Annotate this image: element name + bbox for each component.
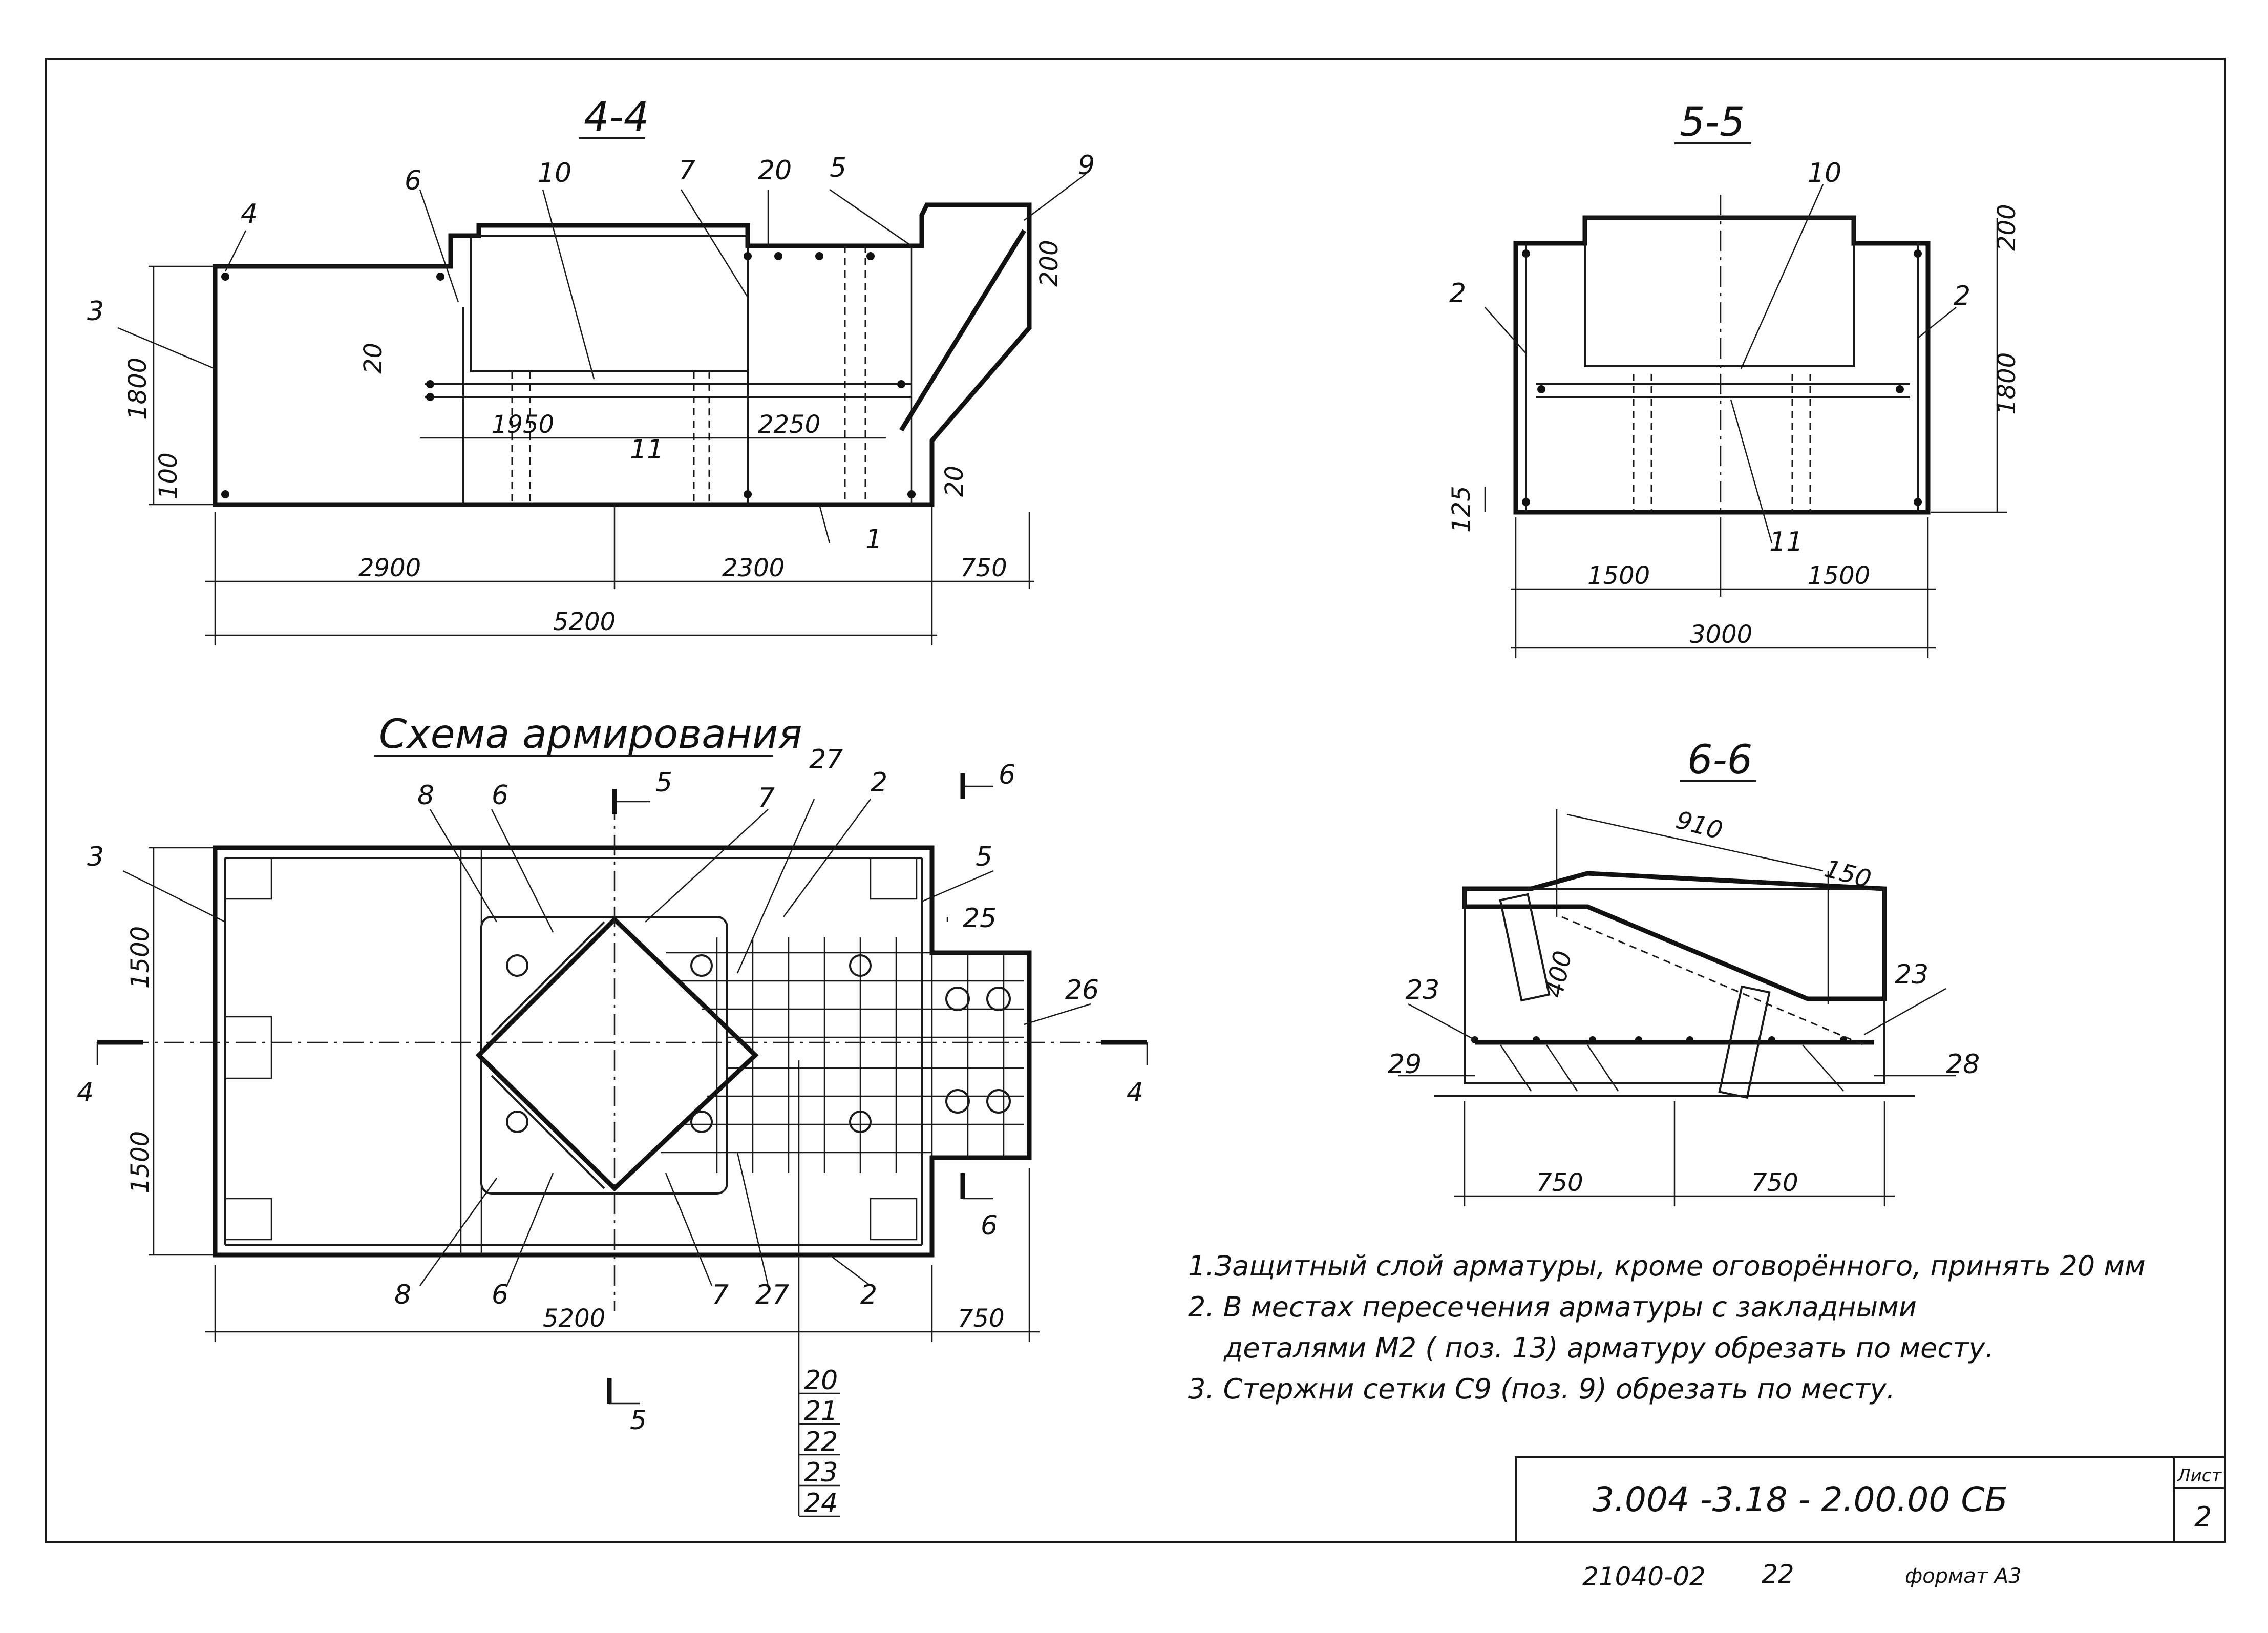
stack-label-23: 23	[804, 1457, 838, 1488]
dim-scheme-750: 750	[958, 1304, 1005, 1333]
dim-scheme-1500-bottom: 1500	[126, 1131, 155, 1194]
dim-4-4-2250: 2250	[758, 410, 820, 439]
label-scheme-8-bottom: 8	[394, 1280, 411, 1310]
label-4-4-9: 9	[1078, 150, 1095, 181]
dim-5-5-3000: 3000	[1690, 620, 1752, 649]
label-5-5-10: 10	[1808, 158, 1841, 189]
label-5-5-11: 11	[1769, 527, 1803, 557]
dim-4-4-750: 750	[960, 554, 1007, 582]
dim-5-5-1800: 1800	[1993, 352, 2021, 415]
sheet-label: Лист	[2176, 1465, 2222, 1486]
cut-mark-5-top: 5	[655, 767, 672, 798]
cut-mark-6-top: 6	[999, 760, 1015, 790]
sheet-format: формат А3	[1905, 1564, 2022, 1588]
section-5-5-title: 5-5	[1680, 99, 1745, 145]
label-4-4-11: 11	[630, 434, 664, 465]
label-scheme-7-bottom: 7	[712, 1280, 729, 1310]
label-scheme-5: 5	[976, 842, 992, 872]
label-6-6-28: 28	[1946, 1049, 1980, 1080]
section-6-6: 6-6 23 29 23 28 910 150 400 750	[1388, 737, 1980, 1206]
dim-5-5-1500-right: 1500	[1808, 561, 1870, 590]
label-scheme-7-top: 7	[758, 783, 775, 813]
sheet-frame	[45, 58, 2226, 1543]
label-5-5-2-right: 2	[1954, 281, 1970, 311]
label-6-6-23-left: 23	[1406, 975, 1439, 1006]
dim-4-4-1950: 1950	[492, 410, 554, 439]
dim-5-5-1500-left: 1500	[1587, 561, 1650, 590]
label-scheme-2-bottom: 2	[860, 1280, 877, 1310]
section-5-5: 5-5 10 2 2 11 200 1800 125 1500	[1447, 99, 2021, 658]
note-2: 2. В местах пересечения арматуры с закла…	[1188, 1291, 1917, 1323]
stack-label-21: 21	[804, 1396, 838, 1427]
label-scheme-27-top: 27	[809, 744, 843, 775]
label-scheme-27-bottom: 27	[755, 1280, 789, 1310]
cut-mark-6-bottom: 6	[981, 1210, 998, 1241]
section-4-4-title: 4-4	[584, 94, 649, 140]
stack-label-20: 20	[804, 1365, 838, 1396]
reinforcement-scheme: Схема армирования	[77, 711, 1148, 1519]
note-1: 1.Защитный слой арматуры, кроме оговорён…	[1188, 1250, 2146, 1282]
dim-6-6-400: 400	[1540, 948, 1578, 1000]
dim-5-5-200: 200	[1993, 204, 2021, 251]
dim-4-4-200: 200	[1035, 240, 1064, 287]
stack-label-22: 22	[804, 1427, 838, 1457]
archive-number: 21040-02	[1582, 1562, 1706, 1592]
label-4-4-5: 5	[830, 153, 846, 183]
label-5-5-2-left: 2	[1449, 278, 1466, 309]
cut-mark-5-bottom: 5	[630, 1405, 647, 1436]
title-block: 3.004 -3.18 - 2.00.00 СБ Лист 2	[1515, 1456, 2226, 1543]
label-4-4-4: 4	[241, 199, 258, 229]
cut-mark-4-left: 4	[77, 1077, 94, 1108]
footer: 21040-02 22 формат А3	[1582, 1559, 2022, 1592]
dim-4-4-2300: 2300	[722, 554, 785, 582]
label-scheme-2-top: 2	[871, 767, 887, 798]
label-4-4-7: 7	[679, 155, 695, 186]
dim-4-4-100: 100	[154, 452, 183, 499]
dim-scheme-1500-top: 1500	[126, 926, 155, 989]
dim-6-6-750-left: 750	[1536, 1168, 1583, 1197]
label-scheme-26: 26	[1065, 975, 1099, 1006]
scheme-title: Схема армирования	[379, 711, 802, 758]
label-scheme-6-top: 6	[492, 780, 508, 811]
notes: 1.Защитный слой арматуры, кроме оговорён…	[1188, 1250, 2146, 1405]
label-scheme-3: 3	[87, 842, 104, 872]
drawing-code: 3.004 -3.18 - 2.00.00 СБ	[1593, 1480, 2008, 1519]
label-scheme-8-top: 8	[417, 780, 434, 811]
note-2-cont: деталями М2 ( поз. 13) арматуру обрезать…	[1223, 1332, 1994, 1364]
dim-4-4-2900: 2900	[358, 554, 421, 582]
cut-mark-4-right: 4	[1127, 1077, 1143, 1108]
label-4-4-10: 10	[538, 158, 571, 189]
dim-4-4-5200: 5200	[553, 608, 616, 636]
stack-label-24: 24	[804, 1488, 838, 1519]
dim-scheme-5200: 5200	[543, 1304, 605, 1333]
label-4-4-20: 20	[758, 155, 792, 186]
label-6-6-23-right: 23	[1895, 959, 1928, 990]
dim-5-5-125: 125	[1447, 486, 1476, 533]
label-4-4-1: 1	[865, 524, 882, 555]
dim-4-4-20a: 20	[359, 343, 388, 374]
label-scheme-6-bottom: 6	[492, 1280, 508, 1310]
dim-4-4-20b: 20	[940, 466, 969, 497]
section-4-4: 4-4	[87, 94, 1095, 645]
label-6-6-29: 29	[1388, 1049, 1422, 1080]
label-4-4-6: 6	[405, 165, 421, 196]
note-3: 3. Стержни сетки С9 (поз. 9) обрезать по…	[1188, 1373, 1895, 1405]
label-scheme-25: 25	[963, 903, 997, 934]
page-number: 22	[1762, 1559, 1794, 1589]
sheet-number: 2	[2194, 1501, 2212, 1533]
dim-4-4-1800: 1800	[123, 358, 152, 420]
section-6-6-title: 6-6	[1687, 737, 1752, 783]
dim-6-6-750-right: 750	[1751, 1168, 1798, 1197]
label-4-4-3: 3	[87, 296, 104, 327]
